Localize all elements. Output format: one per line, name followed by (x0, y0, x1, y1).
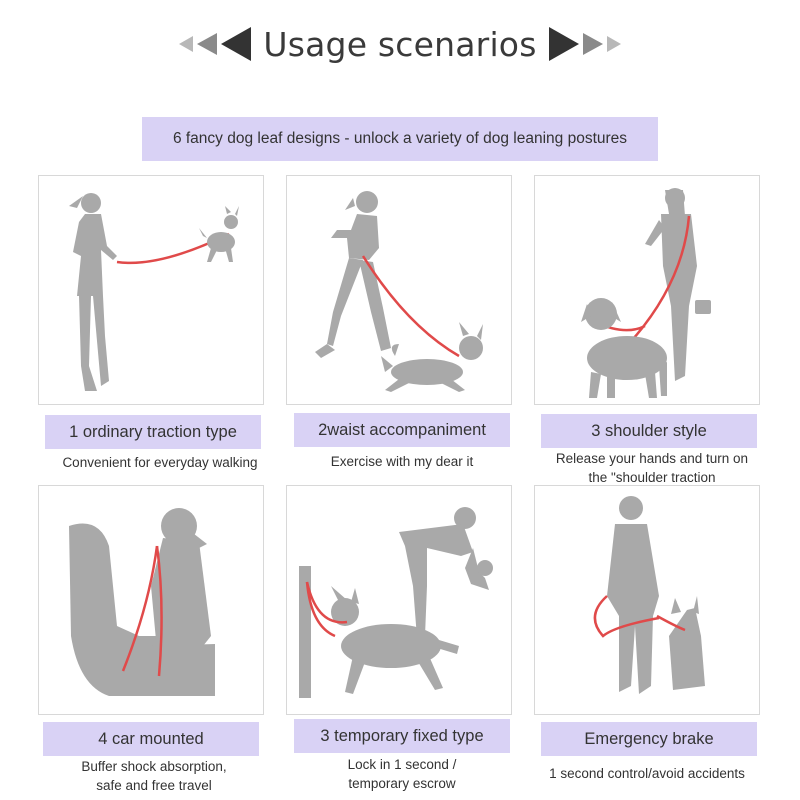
scenario-card-ordinary-traction (38, 175, 264, 405)
woman-running-with-dog-illustration (315, 191, 483, 392)
scenario-label-emergency-brake: Emergency brake (541, 722, 757, 756)
page-title: Usage scenarios (263, 24, 537, 64)
scenario-label-waist-accompaniment: 2waist accompaniment (294, 413, 510, 447)
scenario-desc-car-mounted: Buffer shock absorption, safe and free t… (81, 759, 227, 793)
scenario-desc-ordinary-traction: Convenient for everyday walking (62, 455, 258, 470)
right-arrows-decoration (547, 27, 623, 61)
scenario-desc-temporary-fixed: Lock in 1 second / temporary escrow (347, 757, 457, 791)
scenario-label-temporary-fixed: 3 temporary fixed type (294, 719, 510, 753)
arrow-right-icon (548, 27, 579, 61)
woman-walking-dog-illustration (69, 193, 239, 391)
scenario-label-shoulder-style: 3 shoulder style (541, 414, 757, 448)
scenario-card-emergency-brake (534, 485, 760, 715)
dog-tied-to-post-illustration (299, 507, 493, 698)
scenario-label-ordinary-traction: 1 ordinary traction type (45, 415, 261, 449)
scenario-card-temporary-fixed (286, 485, 512, 715)
arrow-left-icon (179, 36, 194, 52)
left-arrows-decoration (177, 27, 253, 61)
scenario-desc-shoulder-style: Release your hands and turn on the "shou… (555, 451, 749, 485)
scenario-card-waist-accompaniment (286, 175, 512, 405)
man-holding-dog-leash-illustration (593, 496, 705, 694)
scenario-label-car-mounted: 4 car mounted (43, 722, 259, 756)
scenario-card-shoulder-style (534, 175, 760, 405)
title-row: Usage scenarios (0, 18, 800, 70)
arrow-left-icon (221, 27, 252, 61)
scenario-desc-waist-accompaniment: Exercise with my dear it (330, 454, 474, 469)
dog-in-car-seat-illustration (69, 508, 215, 696)
subtitle-banner: 6 fancy dog leaf designs - unlock a vari… (142, 117, 658, 161)
scenario-card-car-mounted (38, 485, 264, 715)
woman-shoulder-leash-dog-illustration (581, 188, 711, 398)
scenario-desc-emergency-brake: 1 second control/avoid accidents (549, 766, 745, 781)
arrow-right-icon (582, 33, 603, 55)
arrow-right-icon (606, 36, 621, 52)
arrow-left-icon (197, 33, 218, 55)
